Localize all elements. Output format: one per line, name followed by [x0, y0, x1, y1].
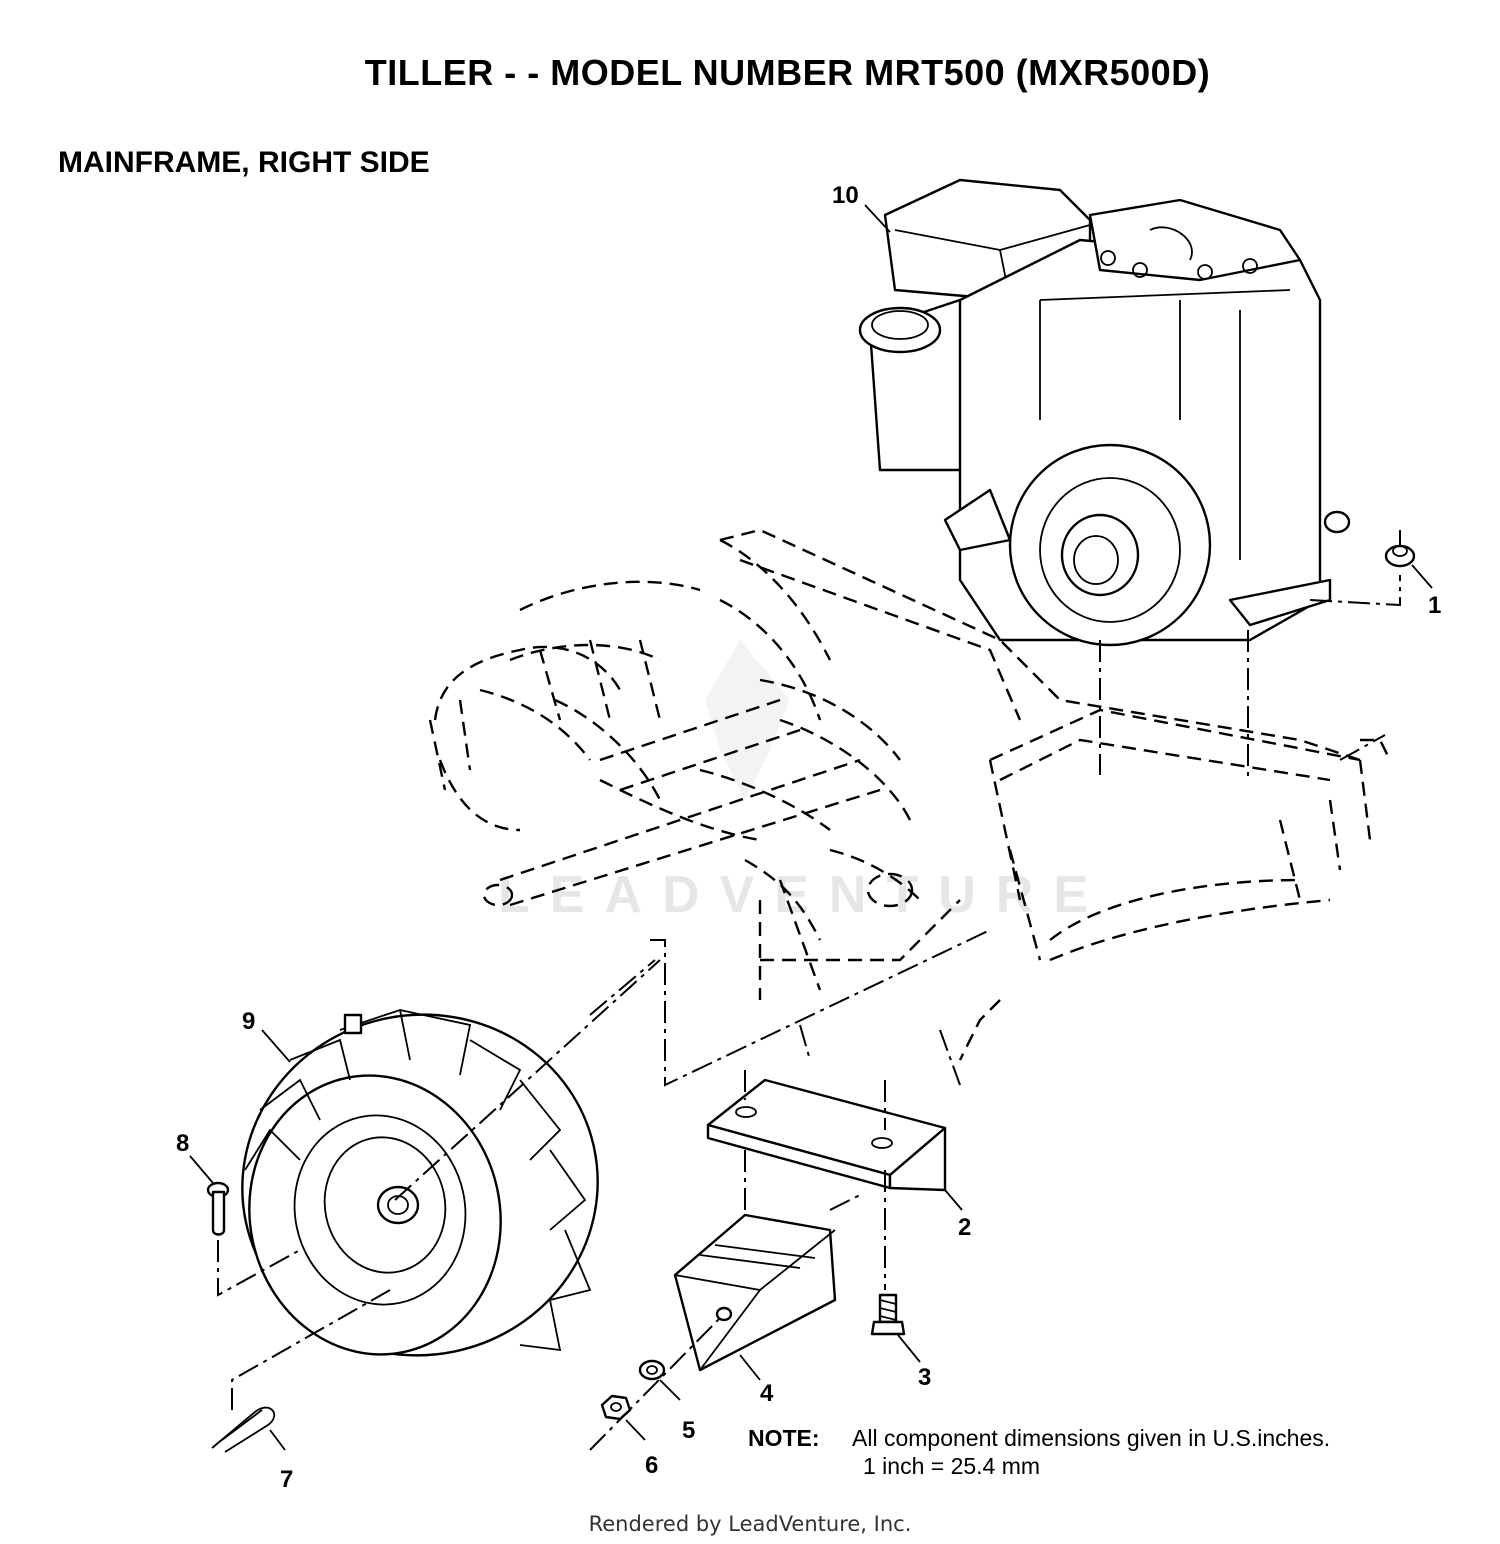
callout-9: 9	[242, 1008, 256, 1035]
note-label: NOTE:	[748, 1425, 820, 1451]
wheel-tire-part-9	[241, 959, 661, 1357]
watermark: LEADVENTURE	[498, 866, 1109, 924]
callout-7: 7	[280, 1466, 294, 1493]
hex-nut-part-1	[1384, 544, 1433, 589]
section-title: MAINFRAME, RIGHT SIDE	[58, 146, 430, 179]
note-line-1: All component dimensions given in U.S.in…	[852, 1425, 1331, 1451]
bolt-part-3	[870, 1293, 921, 1363]
engine	[858, 178, 1351, 647]
note-block: NOTE: All component dimensions given in U…	[748, 1424, 1330, 1480]
guard-cover-part-4	[589, 1194, 861, 1451]
tine-assembly-phantom	[428, 538, 921, 941]
clevis-pin-part-8	[189, 1155, 301, 1297]
callout-1: 1	[1428, 592, 1442, 619]
note-line-2: 1 inch = 25.4 mm	[863, 1453, 1041, 1479]
callout-3: 3	[918, 1364, 932, 1391]
page-title: TILLER - - MODEL NUMBER MRT500 (MXR500D)	[364, 52, 1211, 93]
mainframe-phantom	[719, 528, 1392, 1061]
leaders-upper	[261, 204, 891, 1063]
callout-4: 4	[760, 1380, 774, 1407]
callout-5: 5	[682, 1417, 696, 1444]
hairpin-clip-part-7	[211, 1289, 391, 1453]
mounting-bracket-part-2	[706, 1024, 963, 1290]
axle-phantom	[589, 929, 991, 1087]
callout-10: 10	[832, 182, 859, 209]
hex-nut-part-6	[600, 1394, 646, 1441]
footer-credit: Rendered by LeadVenture, Inc.	[588, 1512, 912, 1536]
watermark-logo	[705, 640, 790, 800]
callout-2: 2	[958, 1214, 972, 1241]
lock-washer-part-5	[638, 1359, 681, 1401]
callout-8: 8	[176, 1130, 190, 1157]
callout-6: 6	[645, 1452, 659, 1479]
